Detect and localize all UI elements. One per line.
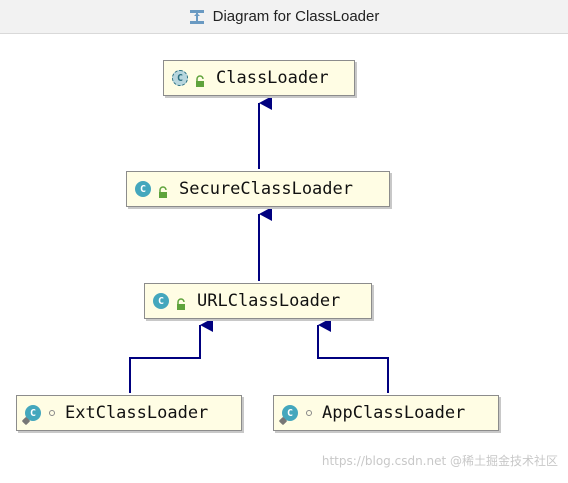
- package-private-dot-icon: [49, 410, 55, 416]
- public-lock-icon: [175, 295, 187, 310]
- class-node-appclassloader[interactable]: C AppClassLoader: [273, 395, 499, 431]
- window-title-bar: Diagram for ClassLoader: [0, 0, 568, 34]
- edge-app-to-url: [317, 318, 389, 393]
- class-name: URLClassLoader: [197, 291, 341, 311]
- inner-class-icon: C: [278, 405, 298, 426]
- class-node-secureclassloader[interactable]: C SecureClassLoader: [126, 171, 390, 207]
- public-lock-icon: [157, 183, 169, 198]
- class-node-classloader[interactable]: C ClassLoader: [163, 60, 355, 96]
- inner-class-icon: C: [21, 405, 41, 426]
- inheritance-edges: [129, 96, 389, 393]
- edge-ext-to-url: [129, 318, 213, 393]
- watermark: https://blog.csdn.net @稀土掘金技术社区: [321, 454, 558, 468]
- class-icon: C: [135, 181, 151, 197]
- class-name: AppClassLoader: [322, 403, 466, 423]
- class-name: ClassLoader: [216, 68, 329, 88]
- class-name: ExtClassLoader: [65, 403, 209, 423]
- class-name: SecureClassLoader: [179, 179, 353, 199]
- window-title: Diagram for ClassLoader: [212, 8, 380, 25]
- class-node-extclassloader[interactable]: C ExtClassLoader: [16, 395, 242, 431]
- diagram-canvas[interactable]: C ClassLoader C SecureClassLoader C URLC…: [0, 34, 568, 483]
- uml-diagram-icon: [189, 9, 205, 25]
- class-icon: C: [153, 293, 169, 309]
- package-private-dot-icon: [306, 410, 312, 416]
- abstract-class-icon: C: [172, 70, 188, 86]
- public-lock-icon: [194, 72, 206, 87]
- class-node-urlclassloader[interactable]: C URLClassLoader: [144, 283, 372, 319]
